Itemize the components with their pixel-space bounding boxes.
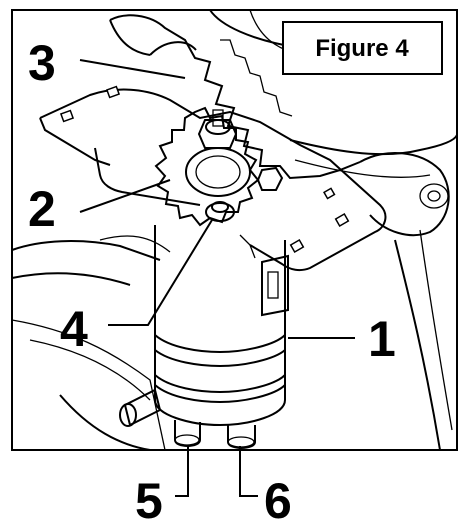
motor-body: [154, 225, 289, 427]
bracket-hole: [289, 239, 305, 253]
background-housing: [11, 9, 458, 451]
mounting-bracket: [39, 85, 387, 272]
callout-3: 3: [28, 35, 56, 91]
bracket-hole: [59, 109, 75, 123]
bracket-hole: [105, 85, 121, 99]
bracket-hole: [334, 213, 350, 227]
rack-gear: [109, 14, 450, 237]
callout-2: 2: [28, 181, 56, 237]
leader-lines: [79, 59, 355, 497]
pinion-gear: [154, 106, 284, 227]
callout-5: 5: [135, 473, 163, 529]
callout-6: 6: [264, 473, 292, 529]
bracket-hole: [323, 187, 336, 200]
image-frame: [11, 9, 458, 451]
shaft-nut: [205, 201, 235, 222]
callout-1: 1: [368, 311, 396, 367]
figure-label: Figure 4: [315, 35, 409, 62]
figure-label-box: Figure 4: [282, 21, 443, 75]
callout-4: 4: [60, 301, 88, 357]
